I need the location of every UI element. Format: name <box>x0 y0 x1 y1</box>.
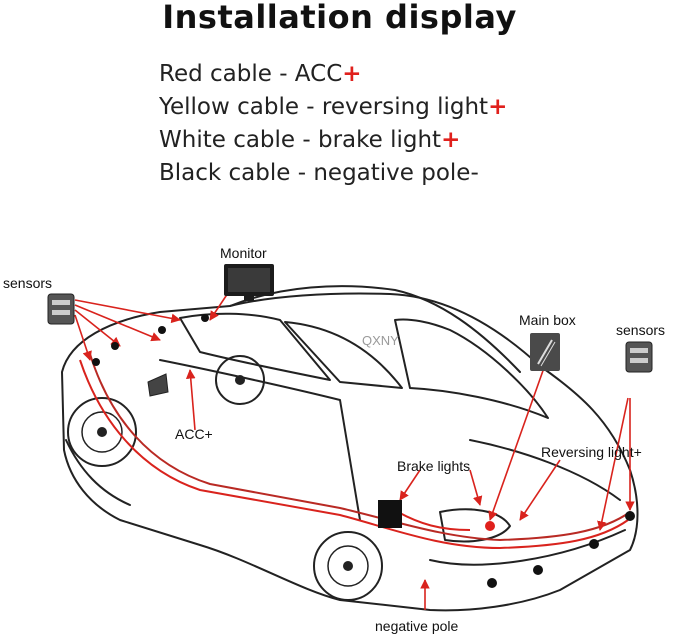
arrow-brake <box>469 469 483 506</box>
main-box-device <box>530 333 560 371</box>
car-body-outline <box>61 292 639 612</box>
legend-yellow-cable: Yellow cable - reversing light+ <box>159 91 507 124</box>
sensor-dot <box>111 342 119 350</box>
page-title: Installation display <box>162 0 517 36</box>
legend-text: Black cable - negative pole- <box>159 160 479 186</box>
sensors-left-label: sensors <box>3 275 53 291</box>
legend-text: White cable - brake light <box>159 127 442 153</box>
sensor-dot <box>625 511 635 521</box>
legend-white-cable: White cable - brake light+ <box>159 124 507 157</box>
legend-black-cable: Black cable - negative pole- <box>159 157 507 190</box>
right-sensor-device <box>625 341 653 373</box>
acc-label: ACC+ <box>175 426 213 442</box>
side-window <box>284 321 403 389</box>
arrow-group <box>74 289 635 610</box>
plus-mark: + <box>441 127 461 153</box>
front-wheel <box>67 397 137 467</box>
negative-pole-label: negative pole <box>375 618 459 634</box>
sensors-right-label: sensors <box>616 322 666 338</box>
rear-window <box>394 318 549 419</box>
cable-legend: Red cable - ACC+ Yellow cable - reversin… <box>159 58 507 190</box>
rear-light-cluster <box>439 508 511 543</box>
plus-mark: + <box>342 61 362 87</box>
arrow-sensor-left <box>74 304 161 342</box>
main-box-label: Main box <box>519 312 576 328</box>
legend-text: Red cable - ACC <box>159 61 343 87</box>
plus-mark: + <box>488 94 508 120</box>
sensor-dot <box>201 314 209 322</box>
cable-run <box>79 359 629 550</box>
reverse-light-indicator <box>485 521 495 531</box>
arrow-reversing <box>519 459 561 521</box>
fuel-cap <box>378 500 402 528</box>
sensor-dot <box>533 565 543 575</box>
arrow-sensor-right <box>597 397 629 531</box>
arrow-acc <box>185 369 196 431</box>
brake-lights-label: Brake lights <box>397 458 471 474</box>
rear-wheel <box>313 531 383 601</box>
sensor-dot <box>158 326 166 334</box>
sensor-dot <box>487 578 497 588</box>
bumper-sensors <box>92 314 635 588</box>
steering-wheel <box>215 355 265 405</box>
roof-line <box>229 285 521 373</box>
front-bumper-line <box>65 439 131 506</box>
reversing-light-label: Reversing light+ <box>541 444 642 460</box>
trunk-line <box>469 439 621 501</box>
bumper-line <box>429 529 626 566</box>
arrow-sensor-left <box>74 299 181 324</box>
monitor-label: Monitor <box>220 245 267 261</box>
left-sensor-device <box>47 293 75 325</box>
arrow-main-box <box>488 364 546 521</box>
arrow-brake <box>399 469 421 501</box>
legend-text: Yellow cable - reversing light <box>159 94 489 120</box>
legend-red-cable: Red cable - ACC+ <box>159 58 507 91</box>
arrow-sensor-left <box>74 314 92 361</box>
watermark: QXNY <box>362 333 399 348</box>
sensor-dot <box>589 539 599 549</box>
cable-run <box>397 511 471 531</box>
monitor-device <box>224 264 274 301</box>
sensor-dot <box>92 358 100 366</box>
arrow-sensor-left <box>74 309 121 347</box>
side-mirror <box>147 373 169 397</box>
